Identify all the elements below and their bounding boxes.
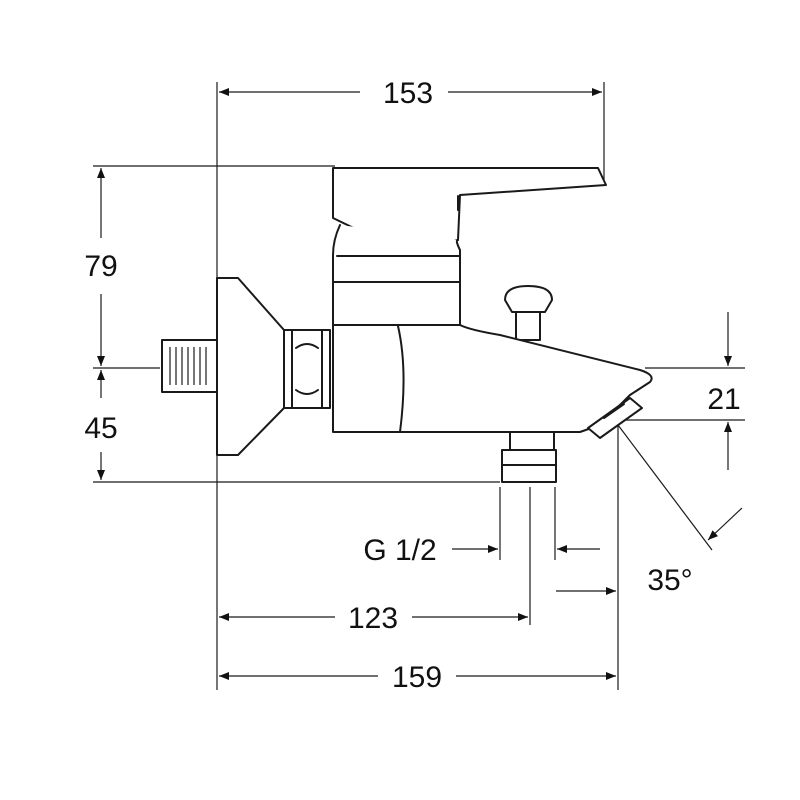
dimension-lower-height: 45 <box>84 370 118 480</box>
faucet-body <box>161 167 653 483</box>
dimension-top-width: 153 <box>219 77 602 110</box>
label-spout-angle: 35° <box>647 564 692 597</box>
label-top-width: 153 <box>383 77 433 110</box>
wall-rosette <box>216 277 285 456</box>
dimension-upper-height: 79 <box>84 168 118 366</box>
lever-handle <box>332 167 607 249</box>
threaded-connection <box>161 339 218 393</box>
label-overall-width: 159 <box>392 661 442 694</box>
diverter-knob <box>504 285 553 313</box>
cartridge-housing <box>332 224 461 326</box>
mixer-body <box>332 324 653 433</box>
dimension-spout-angle: 35° <box>556 507 743 597</box>
hex-nut <box>283 329 331 409</box>
label-spout-height: 21 <box>707 383 740 416</box>
dimension-connection-thread: G 1/2 <box>363 534 600 567</box>
dimension-outlet-distance: 123 <box>219 602 528 635</box>
spout-aerator <box>587 397 643 439</box>
dimension-overall-width: 159 <box>219 661 616 694</box>
label-connection-thread: G 1/2 <box>363 534 436 567</box>
hose-outlet <box>501 431 557 483</box>
label-outlet-distance: 123 <box>348 602 398 635</box>
dimension-spout-height: 21 <box>707 312 741 470</box>
label-lower-height: 45 <box>84 412 117 445</box>
label-upper-height: 79 <box>84 250 117 283</box>
